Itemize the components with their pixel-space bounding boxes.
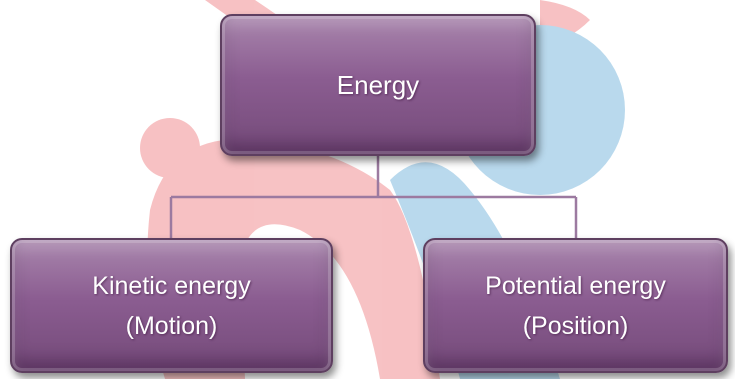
watermark-red-head	[140, 118, 200, 178]
watermark-red-swoosh-right	[540, 0, 590, 48]
kinetic-energy-subtitle: (Motion)	[125, 311, 218, 340]
kinetic-energy-node: Kinetic energy (Motion)	[10, 238, 333, 373]
energy-root-label: Energy	[336, 69, 420, 100]
potential-energy-subtitle: (Position)	[522, 311, 629, 340]
energy-root-node: Energy	[220, 14, 536, 156]
kinetic-energy-title: Kinetic energy	[92, 271, 251, 300]
potential-energy-node: Potential energy (Position)	[423, 238, 728, 373]
potential-energy-title: Potential energy	[485, 271, 666, 300]
